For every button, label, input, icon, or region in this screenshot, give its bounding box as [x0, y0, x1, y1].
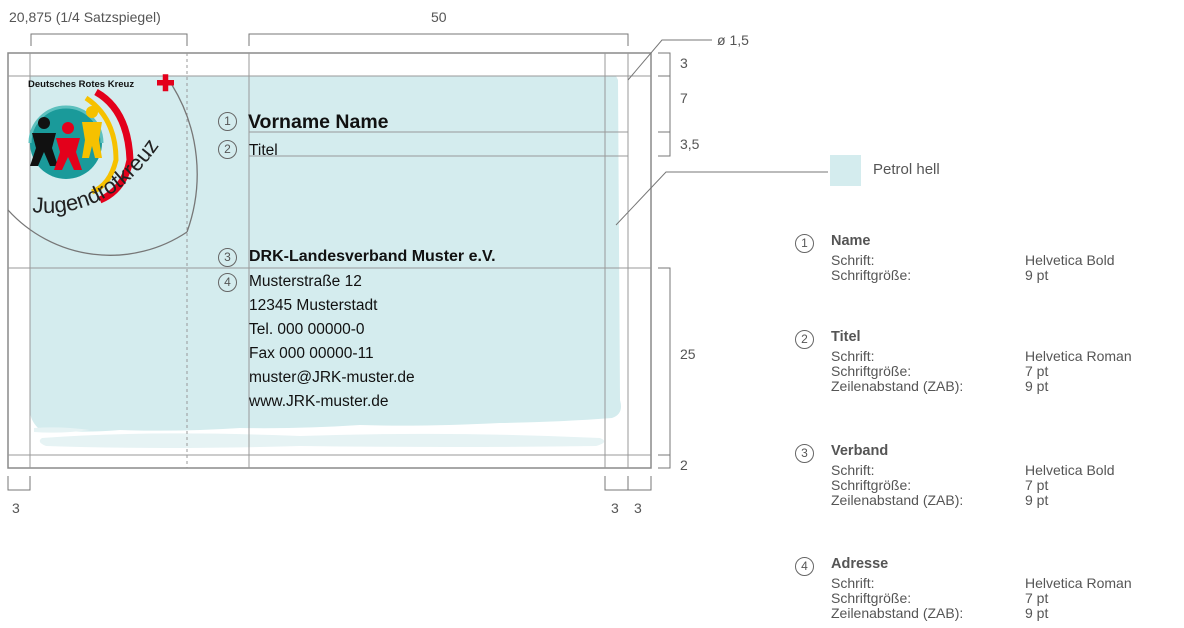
spec-label: Schriftgröße: — [831, 267, 912, 283]
spec-heading: Adresse — [831, 556, 889, 572]
card-title: Titel — [249, 142, 278, 159]
red-cross-icon — [157, 74, 174, 92]
address-line: Tel. 000 00000-0 — [249, 321, 365, 338]
bracket-bottom-right-a — [604, 476, 629, 491]
spec-value: 7 pt — [1025, 590, 1049, 606]
spec-block-address: 4 Adresse Schrift: Helvetica Roman Schri… — [795, 556, 1175, 626]
marker-2: 2 — [218, 140, 237, 159]
dimension-label-satzspiegel: 20,875 (1/4 Satzspiegel) — [9, 9, 161, 25]
spec-marker: 4 — [795, 557, 814, 576]
dimension-label-left-margin: 3 — [12, 500, 20, 516]
callout-diameter — [627, 39, 712, 81]
dimension-label-bottom-margin: 2 — [680, 457, 688, 473]
spec-value: Helvetica Bold — [1025, 462, 1115, 478]
dimension-label-lower-block: 25 — [680, 346, 696, 362]
spec-label: Zeilenabstand (ZAB): — [831, 492, 964, 508]
bracket-bottom-left — [7, 476, 31, 491]
card-outline — [7, 52, 652, 469]
spec-block-title: 2 Titel Schrift: Helvetica Roman Schrift… — [795, 329, 1175, 404]
spec-row: Schriftgröße: 7 pt — [831, 591, 1171, 606]
swatch-label: Petrol hell — [873, 161, 940, 178]
spec-value: Helvetica Bold — [1025, 252, 1115, 268]
card-name: Vorname Name — [248, 111, 389, 133]
callout-petrol — [615, 171, 828, 226]
address-line: Musterstraße 12 — [249, 273, 362, 290]
spec-value: 7 pt — [1025, 363, 1049, 379]
spec-value: 9 pt — [1025, 267, 1049, 283]
dimension-label-right-margin: 3 — [611, 500, 619, 516]
spec-value: 9 pt — [1025, 378, 1049, 394]
child-figure-red — [54, 122, 82, 170]
spec-row: Schriftgröße: 9 pt — [831, 268, 1171, 283]
logo-arc-label: Jugendrotkreuz — [32, 134, 164, 218]
spec-label: Schrift: — [831, 348, 875, 364]
spec-row: Zeilenabstand (ZAB): 9 pt — [831, 379, 1171, 394]
dimension-label-top-margin: 3 — [680, 55, 688, 71]
spec-value: Helvetica Roman — [1025, 348, 1132, 364]
bracket-top-center — [248, 33, 629, 46]
bracket-right-25 — [658, 267, 671, 456]
dimension-label-width: 50 — [431, 9, 447, 25]
bracket-right-3-5 — [658, 131, 671, 157]
spec-row: Schrift: Helvetica Roman — [831, 576, 1171, 591]
spec-marker: 1 — [795, 234, 814, 253]
spec-label: Schrift: — [831, 575, 875, 591]
spec-label: Schrift: — [831, 252, 875, 268]
svg-text:Jugendrotkreuz: Jugendrotkreuz — [32, 134, 164, 218]
dimension-label-bleed: 3 — [634, 500, 642, 516]
address-line: Fax 000 00000-11 — [249, 345, 374, 362]
spec-value: Helvetica Roman — [1025, 575, 1132, 591]
marker-1: 1 — [218, 112, 237, 131]
dimension-label-line-gap: 3,5 — [680, 136, 700, 152]
card-association: DRK-Landesverband Muster e.V. — [249, 248, 496, 265]
spec-heading: Name — [831, 233, 871, 249]
dimension-label-name-offset: 7 — [680, 90, 688, 106]
petrol-background — [30, 76, 621, 432]
spec-label: Schrift: — [831, 462, 875, 478]
marker-3: 3 — [218, 248, 237, 267]
spec-row: Schrift: Helvetica Bold — [831, 463, 1171, 478]
spec-row: Schriftgröße: 7 pt — [831, 478, 1171, 493]
address-line: 12345 Musterstadt — [249, 297, 378, 314]
spec-block-name: 1 Name Schrift: Helvetica Bold Schriftgr… — [795, 233, 1175, 293]
spec-marker: 3 — [795, 444, 814, 463]
child-figure-black — [30, 117, 58, 166]
spec-block-association: 3 Verband Schrift: Helvetica Bold Schrif… — [795, 443, 1175, 518]
logo-arc-text: Jugendrotkreuz — [32, 134, 164, 218]
bracket-bottom-right-b — [627, 476, 652, 491]
bracket-right-3 — [658, 52, 671, 77]
bracket-top-left — [30, 33, 188, 46]
spec-value: 7 pt — [1025, 477, 1049, 493]
spec-heading: Titel — [831, 329, 861, 345]
spec-marker: 2 — [795, 330, 814, 349]
spec-value: 9 pt — [1025, 605, 1049, 621]
address-line: muster@JRK-muster.de — [249, 369, 415, 386]
brush-stroke — [39, 433, 605, 448]
child-figure-yellow — [82, 106, 102, 158]
spec-label: Zeilenabstand (ZAB): — [831, 605, 964, 621]
logo-org-name: Deutsches Rotes Kreuz — [28, 79, 135, 90]
bracket-right-2 — [658, 455, 671, 469]
spec-value: 9 pt — [1025, 492, 1049, 508]
spec-row: Schrift: Helvetica Roman — [831, 349, 1171, 364]
spec-label: Zeilenabstand (ZAB): — [831, 378, 964, 394]
petrol-swatch — [830, 155, 861, 186]
spec-heading: Verband — [831, 443, 889, 459]
dimension-label-diameter: ø 1,5 — [717, 32, 749, 48]
spec-label: Schriftgröße: — [831, 590, 912, 606]
spec-label: Schriftgröße: — [831, 477, 912, 493]
spec-label: Schriftgröße: — [831, 363, 912, 379]
marker-4: 4 — [218, 273, 237, 292]
spec-row: Zeilenabstand (ZAB): 9 pt — [831, 493, 1171, 508]
spec-row: Zeilenabstand (ZAB): 9 pt — [831, 606, 1171, 621]
spec-row: Schriftgröße: 7 pt — [831, 364, 1171, 379]
spec-row: Schrift: Helvetica Bold — [831, 253, 1171, 268]
jrk-logo — [7, 74, 198, 256]
bracket-right-7 — [658, 76, 671, 133]
brush-stroke — [34, 427, 90, 433]
address-line: www.JRK-muster.de — [249, 393, 389, 410]
